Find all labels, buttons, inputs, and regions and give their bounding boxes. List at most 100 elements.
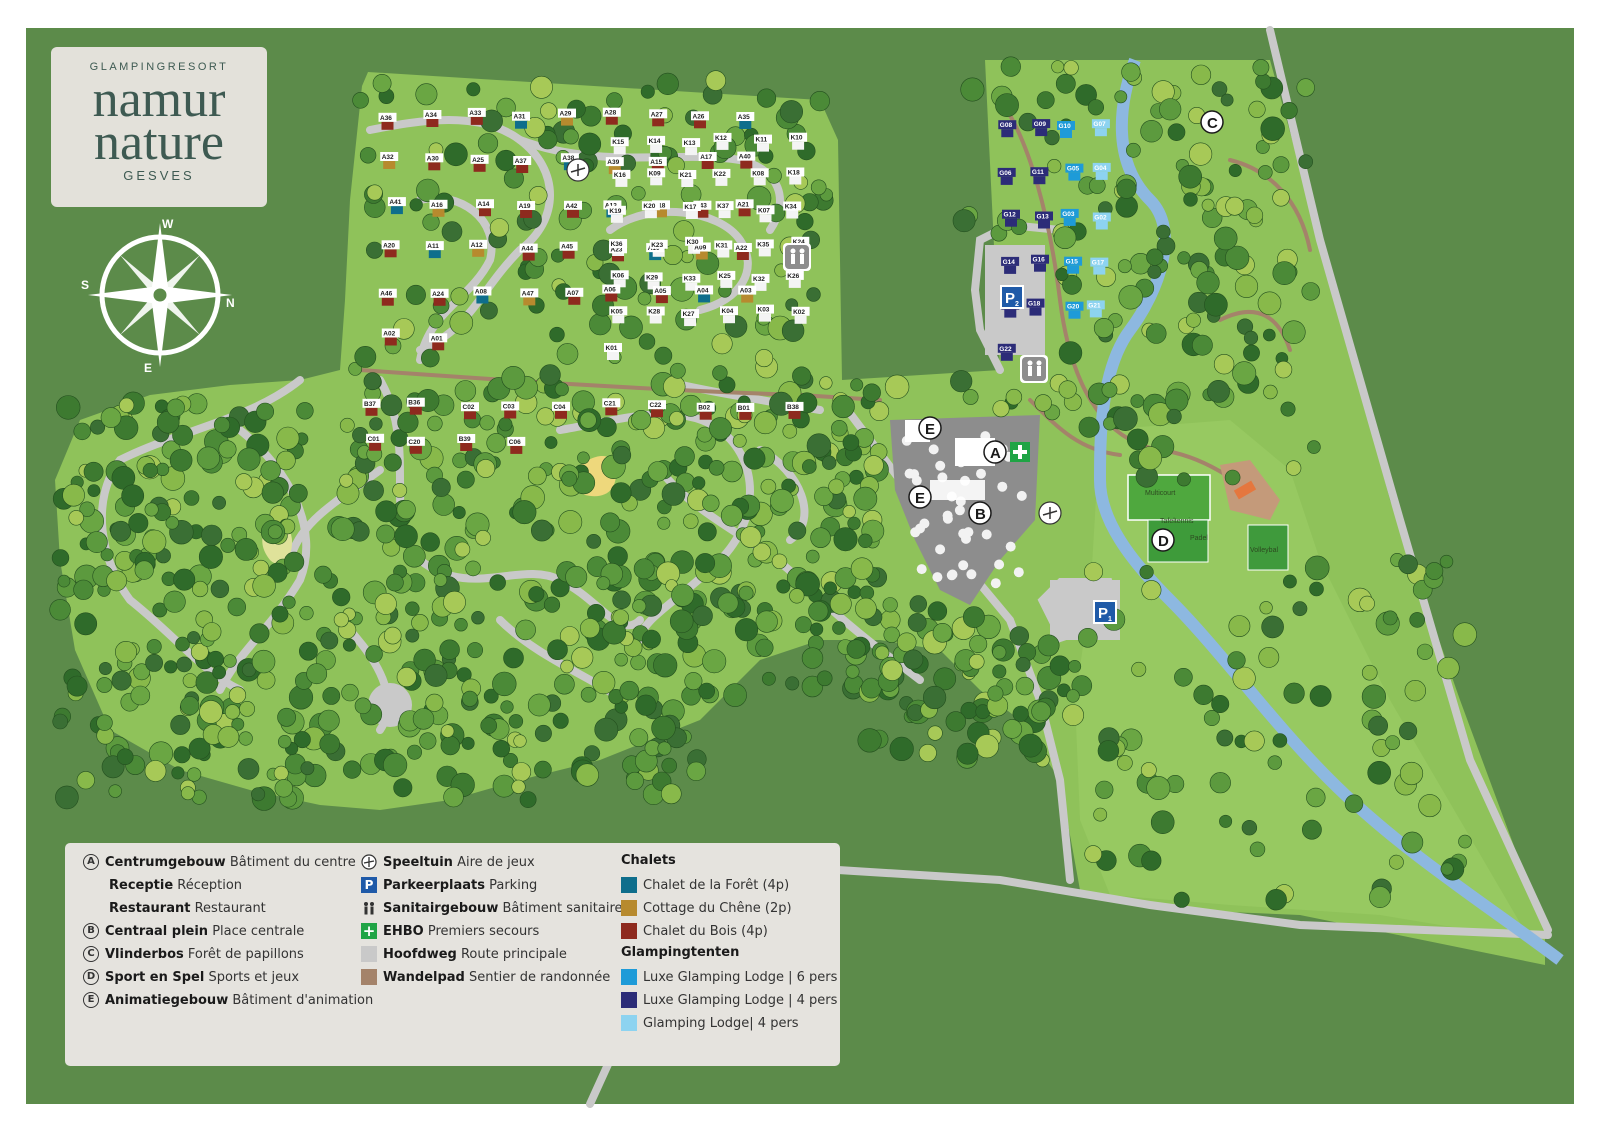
letter-c-marker[interactable]: C bbox=[1200, 110, 1224, 134]
lodge-label[interactable]: K34 bbox=[785, 204, 797, 211]
lodge-building[interactable] bbox=[1095, 221, 1108, 230]
lodge-label[interactable]: A29 bbox=[560, 111, 572, 118]
lodge-label[interactable]: K32 bbox=[753, 276, 765, 283]
lodge-label[interactable]: K01 bbox=[606, 345, 618, 352]
lodge-building[interactable] bbox=[381, 121, 394, 130]
lodge-label[interactable]: A06 bbox=[604, 287, 616, 294]
lodge-building[interactable] bbox=[681, 179, 694, 187]
lodge-label[interactable]: K10 bbox=[791, 135, 803, 142]
lodge-building[interactable] bbox=[655, 209, 667, 218]
lodge-building[interactable] bbox=[1068, 172, 1081, 181]
lodge-label[interactable]: A09 bbox=[694, 245, 706, 252]
lodge-building[interactable] bbox=[1029, 307, 1042, 316]
lodge-label[interactable]: G03 bbox=[1062, 211, 1075, 218]
lodge-building[interactable] bbox=[460, 443, 473, 451]
lodge-building[interactable] bbox=[757, 143, 769, 152]
letter-e-marker-1[interactable]: E bbox=[918, 416, 942, 440]
lodge-building[interactable] bbox=[720, 279, 733, 288]
lodge-label[interactable]: C04 bbox=[554, 404, 566, 411]
lodge-label[interactable]: G13 bbox=[1037, 214, 1050, 221]
lodge-label[interactable]: G06 bbox=[999, 170, 1012, 177]
lodge-building[interactable] bbox=[409, 445, 422, 454]
lodge-label[interactable]: B02 bbox=[698, 405, 710, 412]
lodge-label[interactable]: A24 bbox=[432, 291, 444, 298]
lodge-building[interactable] bbox=[479, 208, 491, 217]
lodge-label[interactable]: A35 bbox=[738, 114, 750, 121]
lodge-label[interactable]: C20 bbox=[408, 439, 420, 446]
letter-a-marker[interactable]: A bbox=[983, 440, 1007, 464]
lodge-label[interactable]: K27 bbox=[683, 311, 695, 318]
lodge-building[interactable] bbox=[650, 177, 663, 186]
lodge-building[interactable] bbox=[555, 410, 567, 419]
lodge-label[interactable]: B38 bbox=[787, 404, 799, 411]
lodge-label[interactable]: A26 bbox=[693, 113, 705, 120]
lodge-label[interactable]: G07 bbox=[1093, 121, 1106, 128]
lodge-label[interactable]: A36 bbox=[380, 115, 392, 122]
lodge-label[interactable]: A23 bbox=[611, 246, 623, 253]
lodge-label[interactable]: K09 bbox=[649, 170, 661, 177]
lodge-label[interactable]: A02 bbox=[383, 331, 395, 338]
lodge-label[interactable]: K08 bbox=[752, 170, 764, 177]
lodge-building[interactable] bbox=[1005, 218, 1017, 227]
lodge-building[interactable] bbox=[1093, 266, 1106, 275]
lodge-label[interactable]: A21 bbox=[737, 201, 749, 208]
lodge-building[interactable] bbox=[516, 165, 529, 173]
lodge-building[interactable] bbox=[644, 210, 657, 219]
lodge-building[interactable] bbox=[612, 253, 624, 262]
lodge-label[interactable]: B36 bbox=[408, 400, 420, 407]
lodge-building[interactable] bbox=[701, 161, 714, 169]
lodge-label[interactable]: K23 bbox=[651, 242, 663, 249]
lodge-label[interactable]: K17 bbox=[684, 204, 696, 211]
lodge-building[interactable] bbox=[1001, 129, 1014, 138]
playground-icon-2[interactable] bbox=[1038, 501, 1062, 525]
lodge-building[interactable] bbox=[1035, 128, 1048, 137]
lodge-label[interactable]: A34 bbox=[425, 112, 437, 119]
lodge-building[interactable] bbox=[568, 296, 581, 305]
lodge-building[interactable] bbox=[788, 410, 801, 419]
lodge-label[interactable]: K20 bbox=[643, 203, 655, 210]
lodge-building[interactable] bbox=[476, 295, 489, 304]
lodge-building[interactable] bbox=[473, 163, 486, 172]
lodge-building[interactable] bbox=[520, 210, 533, 218]
lodge-label[interactable]: G09 bbox=[1034, 121, 1047, 128]
lodge-building[interactable] bbox=[759, 313, 771, 322]
lodge-label[interactable]: K31 bbox=[716, 243, 728, 250]
lodge-building[interactable] bbox=[789, 176, 802, 185]
lodge-building[interactable] bbox=[409, 406, 422, 415]
lodge-label[interactable]: A37 bbox=[515, 158, 527, 165]
lodge-building[interactable] bbox=[432, 342, 445, 351]
lodge-building[interactable] bbox=[1000, 352, 1013, 361]
parking-2-marker[interactable]: P 2 bbox=[1000, 285, 1024, 309]
lodge-building[interactable] bbox=[1095, 171, 1108, 180]
lodge-label[interactable]: K07 bbox=[758, 207, 770, 214]
lodge-label[interactable]: A17 bbox=[700, 154, 712, 161]
lodge-label[interactable]: K36 bbox=[611, 241, 623, 248]
lodge-label[interactable]: A07 bbox=[567, 290, 579, 297]
lodge-building[interactable] bbox=[786, 210, 799, 219]
lodge-label[interactable]: A39 bbox=[607, 159, 619, 166]
lodge-building[interactable] bbox=[1089, 309, 1102, 318]
toilet-icon-2[interactable] bbox=[1020, 355, 1048, 383]
lodge-label[interactable]: A03 bbox=[740, 288, 752, 295]
lodge-building[interactable] bbox=[695, 251, 708, 260]
lodge-building[interactable] bbox=[428, 162, 441, 171]
lodge-label[interactable]: A14 bbox=[478, 201, 490, 208]
lodge-building[interactable] bbox=[383, 161, 396, 169]
lodge-building[interactable] bbox=[428, 250, 441, 259]
lodge-building[interactable] bbox=[1004, 265, 1017, 274]
lodge-building[interactable] bbox=[522, 252, 535, 261]
lodge-label[interactable]: G22 bbox=[999, 346, 1012, 353]
lodge-label[interactable]: K13 bbox=[684, 140, 696, 147]
lodge-label[interactable]: A40 bbox=[739, 154, 751, 161]
lodge-building[interactable] bbox=[1000, 176, 1013, 185]
lodge-label[interactable]: A31 bbox=[514, 114, 526, 121]
lodge-building[interactable] bbox=[652, 118, 665, 127]
lodge-building[interactable] bbox=[1033, 176, 1046, 185]
lodge-label[interactable]: B37 bbox=[364, 401, 376, 408]
lodge-label[interactable]: G17 bbox=[1092, 260, 1105, 267]
lodge-label[interactable]: K21 bbox=[680, 172, 692, 179]
lodge-label[interactable]: G08 bbox=[1000, 122, 1013, 129]
lodge-building[interactable] bbox=[794, 315, 807, 324]
lodge-building[interactable] bbox=[613, 146, 626, 155]
lodge-building[interactable] bbox=[694, 120, 706, 129]
